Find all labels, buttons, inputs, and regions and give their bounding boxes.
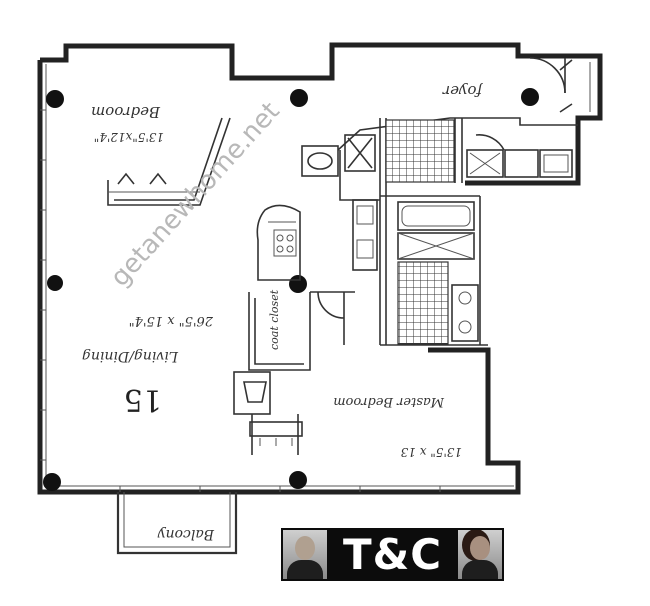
balcony [116, 492, 238, 555]
coat-closet [248, 291, 355, 371]
bedroom-closet [107, 117, 231, 206]
laundry-closet [466, 134, 573, 178]
tc-logo: T&C [281, 528, 504, 581]
bedroom-size: 13'5"x12'4" [94, 130, 164, 144]
tile-areas [385, 119, 455, 345]
balcony-label: Balcony [157, 526, 215, 542]
bedroom-label: Bedroom [91, 103, 161, 121]
room-labels: Bedroom 13'5"x12'4" Living/Dining 26'5" … [82, 82, 483, 542]
coat-closet-label: coat closet [268, 289, 281, 350]
interior-walls [301, 117, 578, 346]
exterior-walls [37, 42, 603, 495]
living-size: 26'5" x 15'4" [129, 313, 214, 328]
master-bedroom-size: 13'5" x 13 [400, 445, 462, 459]
master-bedroom-label: Master Bedroom [333, 394, 445, 409]
foyer-label: foyer [442, 82, 483, 100]
bathroom [352, 199, 479, 342]
kitchen-island [256, 204, 301, 281]
living-label: Living/Dining [82, 348, 179, 364]
fireplace [233, 371, 303, 455]
unit-number: 15 [124, 382, 162, 417]
structural-columns [43, 88, 539, 491]
logo-text: T&C [342, 530, 443, 579]
entry-door [529, 57, 591, 113]
agent-photo-male [283, 530, 327, 579]
agent-photo-female [458, 530, 502, 579]
